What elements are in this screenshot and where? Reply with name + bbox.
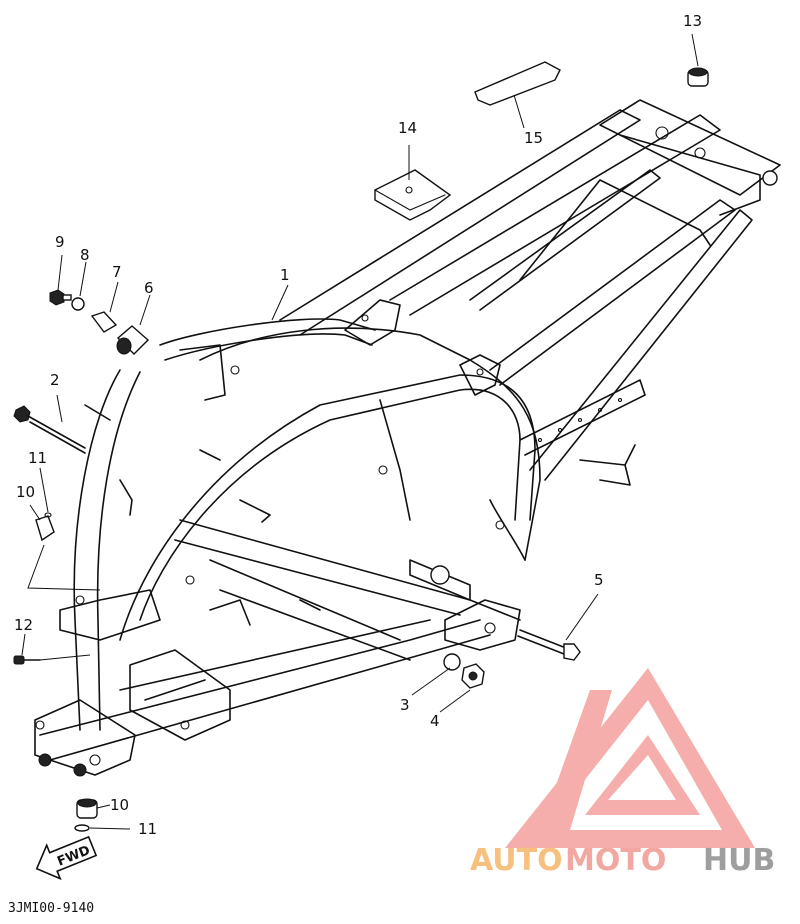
part-7-collar — [90, 311, 118, 333]
callout-1: 1 — [280, 266, 290, 284]
callout-8: 8 — [80, 246, 90, 264]
loose-parts — [13, 61, 709, 832]
forward-direction-arrow: FWD — [35, 835, 98, 881]
callout-15: 15 — [524, 129, 543, 147]
callout-6: 6 — [144, 279, 154, 297]
callout-2: 2 — [50, 371, 60, 389]
logo-word-auto: AUTO — [470, 843, 563, 878]
part-11-lower-collar — [74, 824, 90, 832]
callout-5: 5 — [594, 571, 604, 589]
diagram-part-code: 3JMI00-9140 — [8, 901, 94, 916]
callout-11-upper: 11 — [28, 449, 47, 467]
part-10-upper-damper — [35, 515, 55, 542]
logo-triangle-mark — [505, 668, 755, 848]
part-8-washer — [71, 297, 85, 311]
callout-14: 14 — [398, 119, 417, 137]
part-15-plate — [474, 61, 561, 106]
part-13-cap — [687, 67, 709, 87]
callout-4: 4 — [430, 712, 440, 730]
callout-3: 3 — [400, 696, 410, 714]
logo-word-moto: MOTO — [565, 843, 666, 878]
callout-12: 12 — [14, 616, 33, 634]
part-12-bolt — [13, 655, 41, 665]
part-10-lower-damper — [76, 798, 98, 819]
callout-13: 13 — [683, 12, 702, 30]
leader-lines — [21, 33, 699, 830]
part-3-washer — [443, 653, 461, 671]
callout-9: 9 — [55, 233, 65, 251]
callout-10-upper: 10 — [16, 483, 35, 501]
part-6-bushing — [116, 325, 150, 355]
part-5-pivot-bolt — [517, 629, 581, 661]
part-9-bolt — [49, 289, 72, 306]
callout-11-lower: 11 — [138, 820, 157, 838]
part-4-nut — [461, 663, 485, 689]
logo-word-hub: HUB — [703, 843, 775, 878]
callout-labels: 1 2 3 4 5 6 7 8 9 10 10 11 11 12 13 14 1… — [14, 12, 702, 838]
callout-7: 7 — [112, 263, 122, 281]
part-14-cushion — [374, 169, 452, 221]
part-2-long-bolt — [13, 405, 86, 454]
automotohub-logo: AUTO MOTO HUB — [470, 668, 775, 878]
frame-assembly-drawing — [34, 99, 781, 777]
callout-10-lower: 10 — [110, 796, 129, 814]
